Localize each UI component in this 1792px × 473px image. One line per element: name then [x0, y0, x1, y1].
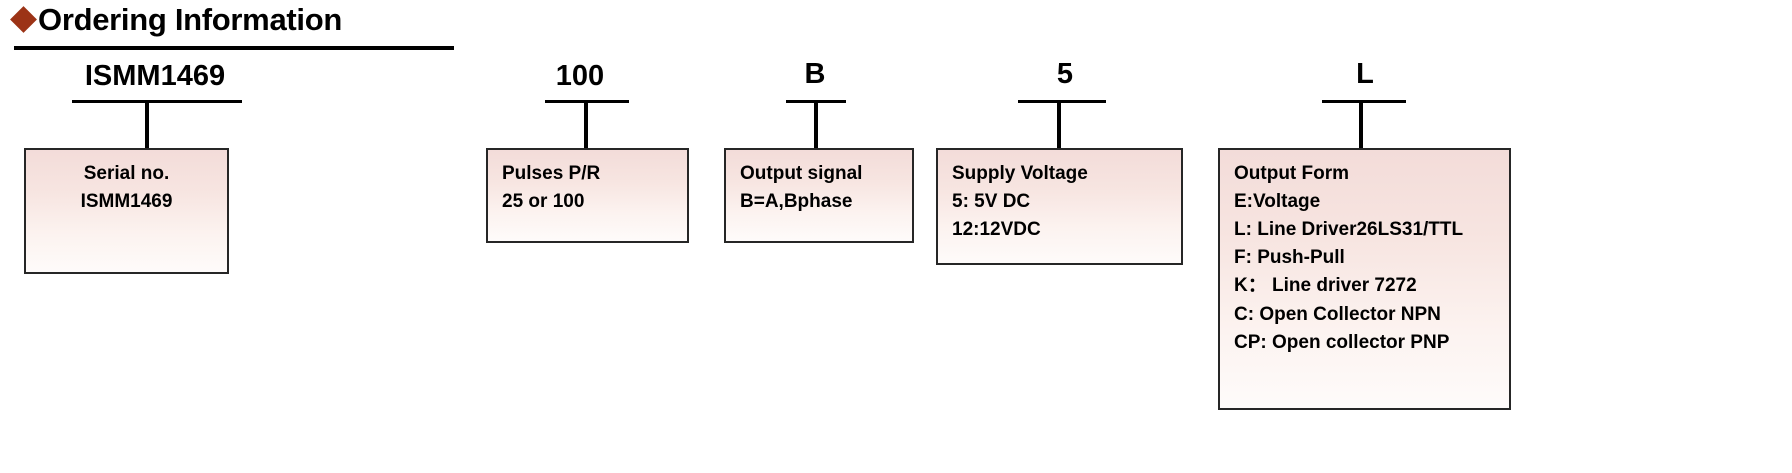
description-box-output-form: Output Form E:Voltage L: Line Driver26LS…: [1218, 148, 1511, 410]
box-line: K： Line driver 7272: [1234, 275, 1417, 297]
description-box-output-signal: Output signal B=A,Bphase: [724, 148, 914, 243]
title-underline-rule: [14, 46, 454, 50]
box-line: B=A,Bphase: [740, 191, 853, 213]
connector-line-pulses: [584, 100, 588, 150]
code-label-output-signal: B: [804, 58, 826, 90]
code-label-serial: ISMM1469: [84, 60, 226, 92]
connector-line-supply-voltage: [1057, 100, 1061, 150]
box-line: CP: Open collector PNP: [1234, 331, 1450, 353]
box-line: C: Open Collector NPN: [1234, 303, 1441, 325]
code-label-supply-voltage: 5: [1056, 58, 1074, 90]
box-line: Output signal: [740, 163, 863, 184]
description-box-supply-voltage: Supply Voltage 5: 5V DC 12:12VDC: [936, 148, 1183, 265]
connector-line-serial: [145, 100, 149, 150]
code-underline-supply-voltage: [1018, 100, 1106, 103]
box-line: ISMM1469: [80, 191, 173, 213]
box-line: E:Voltage: [1234, 191, 1321, 213]
box-line: 12:12VDC: [952, 219, 1041, 241]
description-box-pulses: Pulses P/R 25 or 100: [486, 148, 689, 243]
box-line: Output Form: [1234, 163, 1350, 184]
code-label-output-form: L: [1356, 58, 1374, 90]
code-underline-output-form: [1322, 100, 1406, 103]
box-line: 5: 5V DC: [952, 191, 1031, 213]
connector-line-output-signal: [814, 100, 818, 150]
page-title: Ordering Information: [38, 2, 343, 37]
box-line: Supply Voltage: [952, 163, 1088, 184]
box-line: Serial no.: [83, 163, 170, 184]
page-title-block: Ordering Information: [10, 2, 454, 50]
box-line: L: Line Driver26LS31/TTL: [1234, 219, 1464, 241]
box-line: 25 or 100: [502, 191, 585, 213]
code-label-pulses: 100: [555, 60, 605, 92]
description-box-serial: Serial no. ISMM1469: [24, 148, 229, 274]
code-underline-serial: [72, 100, 242, 103]
connector-line-output-form: [1359, 100, 1363, 150]
box-line: Pulses P/R: [502, 163, 601, 184]
diamond-bullet-icon: [10, 6, 37, 33]
box-line: F: Push-Pull: [1234, 247, 1345, 269]
